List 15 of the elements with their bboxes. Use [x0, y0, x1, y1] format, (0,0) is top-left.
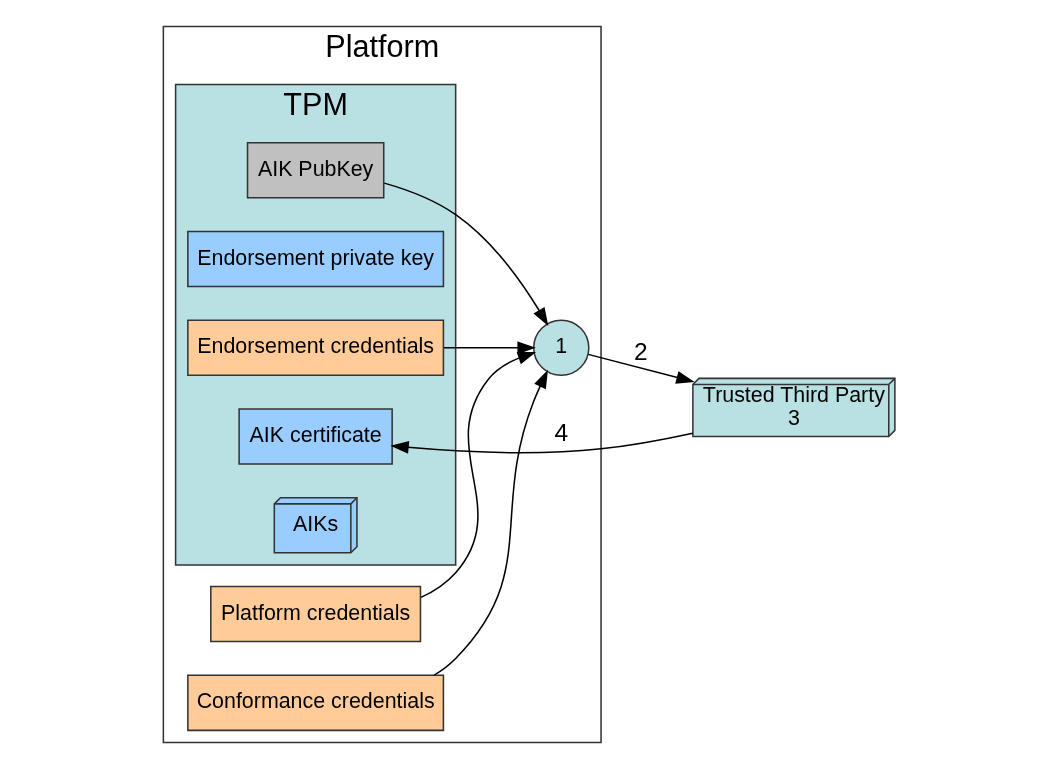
arrow	[383, 182, 549, 326]
arrow	[433, 369, 548, 676]
node-box: Platform credentials	[210, 585, 422, 643]
node-box: Endorsement credentials	[187, 319, 445, 377]
node-box: AIK PubKey	[246, 141, 385, 199]
node-box: Endorsement private key	[187, 230, 445, 288]
node-box: Conformance credentials	[187, 674, 445, 732]
arrow	[390, 432, 694, 454]
arrow	[443, 341, 536, 355]
arrow	[420, 351, 537, 599]
edge-label: 4	[554, 418, 569, 446]
node-box: AIK certificate	[238, 408, 393, 465]
arrow	[587, 353, 695, 384]
edge-label: 2	[634, 337, 648, 365]
node-circle: 1	[532, 319, 590, 377]
